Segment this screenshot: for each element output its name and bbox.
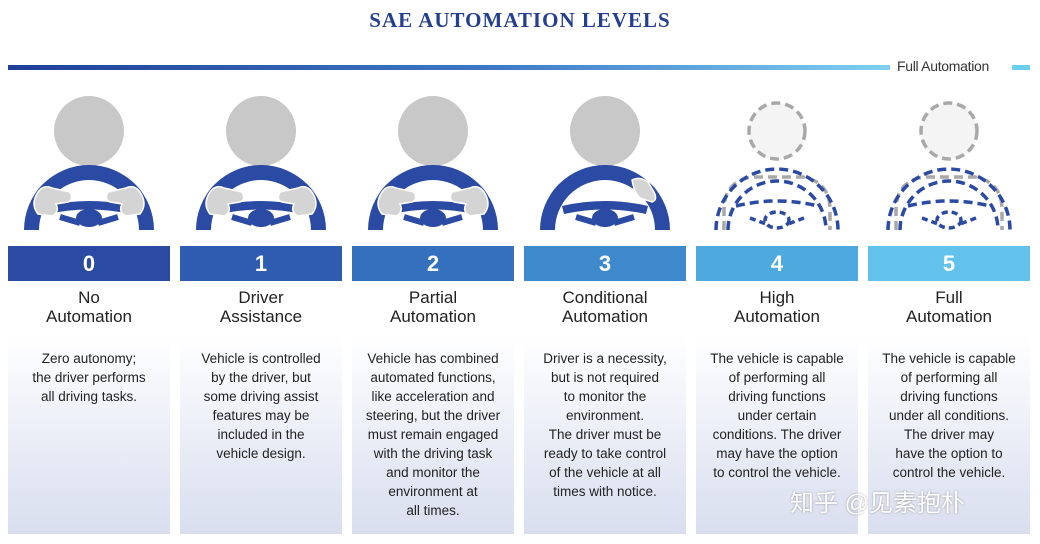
level-number-badge: 1 — [180, 246, 342, 281]
level-description: Vehicle is controlled by the driver, but… — [180, 334, 342, 534]
level-2-column: 2 Partial Automation Vehicle has combine… — [352, 88, 514, 534]
automation-scale-bar — [8, 65, 890, 70]
level-description: Zero autonomy; the driver performs all d… — [8, 334, 170, 534]
scale-bar-tip — [1012, 65, 1030, 70]
level-number-badge: 5 — [868, 246, 1030, 281]
level-name: High Automation — [734, 288, 820, 326]
scale-end-label: Full Automation — [897, 58, 989, 74]
level-number-badge: 0 — [8, 246, 170, 281]
level-1-column: 1 Driver Assistance Vehicle is controlle… — [180, 88, 342, 534]
level-name: Conditional Automation — [562, 288, 648, 326]
level-name: Driver Assistance — [219, 288, 303, 326]
driver-hands-on-wheel-icon — [196, 96, 326, 230]
driver-hands-off-wheel-icon — [540, 96, 670, 230]
level-3-column: 3 Conditional Automation Driver is a nec… — [524, 88, 686, 534]
level-name: Partial Automation — [390, 288, 476, 326]
page-title: SAE AUTOMATION LEVELS — [369, 8, 671, 32]
level-description: The vehicle is capable of performing all… — [696, 334, 858, 534]
dashed-driver-icon — [886, 101, 1012, 231]
level-name: No Automation — [46, 288, 132, 326]
zhihu-watermark: 知乎 @见素抱朴 — [790, 490, 966, 517]
dashed-driver-icon — [714, 101, 840, 231]
level-number-badge: 3 — [524, 246, 686, 281]
level-description: Vehicle has combined automated functions… — [352, 334, 514, 534]
level-description: Driver is a necessity, but is not requir… — [524, 334, 686, 534]
driver-hands-on-wheel-icon — [368, 96, 498, 230]
level-description: The vehicle is capable of performing all… — [868, 334, 1030, 534]
level-number-badge: 2 — [352, 246, 514, 281]
level-0-column: 0 No Automation Zero autonomy; the drive… — [8, 88, 170, 534]
level-4-column: 4 High Automation The vehicle is capable… — [696, 88, 858, 534]
level-5-column: 5 Full Automation The vehicle is capable… — [868, 88, 1030, 534]
driver-hands-on-wheel-icon — [24, 96, 154, 230]
level-name: Full Automation — [906, 288, 992, 326]
level-number-badge: 4 — [696, 246, 858, 281]
